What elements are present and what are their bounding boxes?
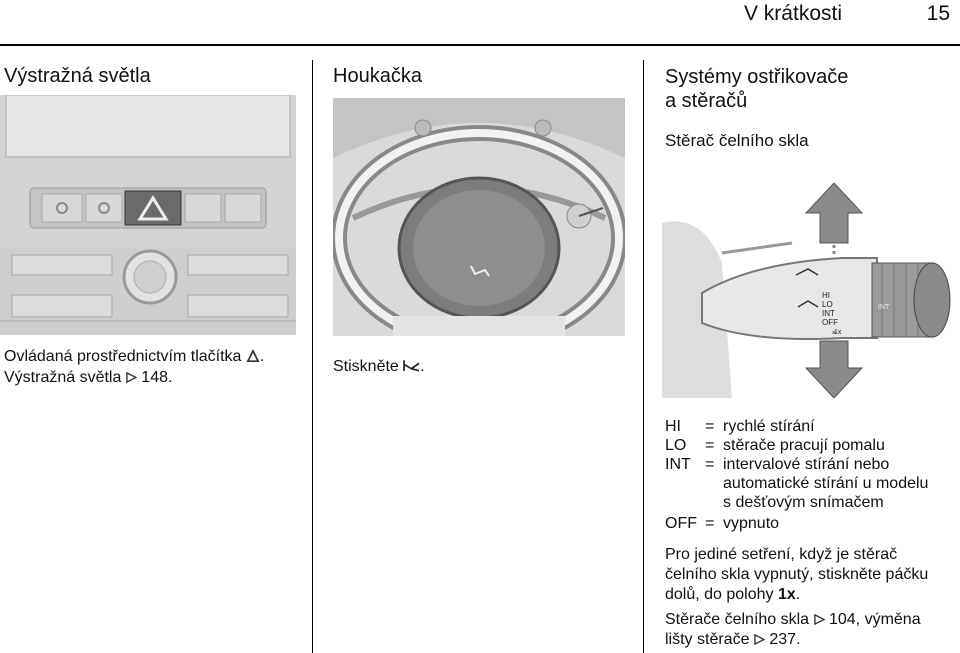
section-title-horn: Houkačka (333, 65, 422, 87)
page-reference-icon (754, 634, 765, 645)
para2-line2: lišty stěrače 237. (665, 631, 801, 648)
page-reference-icon (813, 614, 825, 625)
column-divider-1 (312, 60, 313, 653)
stalk-label-ring-int: INT (878, 304, 890, 311)
legend-row-int-cont2: s dešťovým snímačem (723, 494, 884, 511)
header-rule (0, 44, 960, 46)
horn-press-end: . (420, 358, 425, 375)
stalk-label-int: INT (822, 309, 835, 318)
column-divider-2 (643, 60, 644, 653)
horn-text: Stiskněte . (333, 356, 425, 377)
hazard-panel-figure (0, 95, 296, 335)
legend-row-hi: HI = rychlé stírání (665, 418, 815, 435)
running-header-title: V krátkosti (743, 2, 842, 25)
steering-wheel-figure (333, 98, 625, 336)
section-title-hazard: Výstražná světla (4, 65, 151, 87)
wiper-legend: HI = rychlé stírání LO = stěrače pracují… (665, 417, 955, 533)
stalk-label-lo: LO (822, 300, 833, 309)
wipers-title-line2: a stěračů (665, 90, 748, 112)
wiper-reference-paragraph: Stěrače čelního skla 104, výměna lišty s… (665, 610, 959, 650)
hazard-line1-text: Ovládaná prostřednictvím tlačítka (4, 348, 242, 365)
stalk-label-1x: 1x (834, 329, 842, 336)
windscreen-wiper-icon (795, 268, 819, 276)
hazard-page-ref: 148. (141, 369, 173, 386)
hazard-triangle-icon (246, 349, 260, 362)
stalk-label-off: OFF (822, 318, 838, 327)
horn-press-text: Stiskněte (333, 358, 399, 375)
hazard-line1-end: . (259, 348, 265, 365)
legend-row-int-cont1: automatické stírání u modelu (723, 475, 929, 492)
para1-line1: Pro jediné setření, když je stěrač (665, 546, 898, 563)
section-title-wipers: Systémy ostřikovače a stěračů (665, 65, 848, 113)
stalk-label-hi: HI (822, 291, 830, 300)
wipers-subtitle: Stěrač čelního skla (665, 131, 809, 150)
position-1x: 1x (777, 586, 796, 603)
page-reference-icon (126, 372, 137, 383)
legend-row-int: INT = intervalové stírání nebo (665, 456, 890, 473)
wipers-title-line1: Systémy ostřikovače (665, 66, 849, 88)
para1-line2: čelního skla vypnutý, stiskněte páčku (665, 566, 929, 583)
wiper-stalk-figure: HI LO INT OFF 1x INT (662, 183, 951, 398)
legend-row-off: OFF = vypnuto (665, 515, 780, 532)
horn-icon (403, 360, 420, 372)
hazard-text: Ovládaná prostřednictvím tlačítka . Výst… (4, 346, 309, 388)
single-wipe-paragraph: Pro jediné setření, když je stěrač čelní… (665, 545, 959, 605)
legend-row-lo: LO = stěrače pracují pomalu (665, 437, 885, 454)
hazard-line2-text: Výstražná světla (4, 369, 122, 386)
wiper-icon-lower (797, 300, 819, 308)
para1-line3: dolů, do polohy 1x. (665, 586, 801, 603)
para2-line1: Stěrače čelního skla 104, výměna (665, 611, 921, 628)
page-number: 15 (926, 2, 950, 25)
